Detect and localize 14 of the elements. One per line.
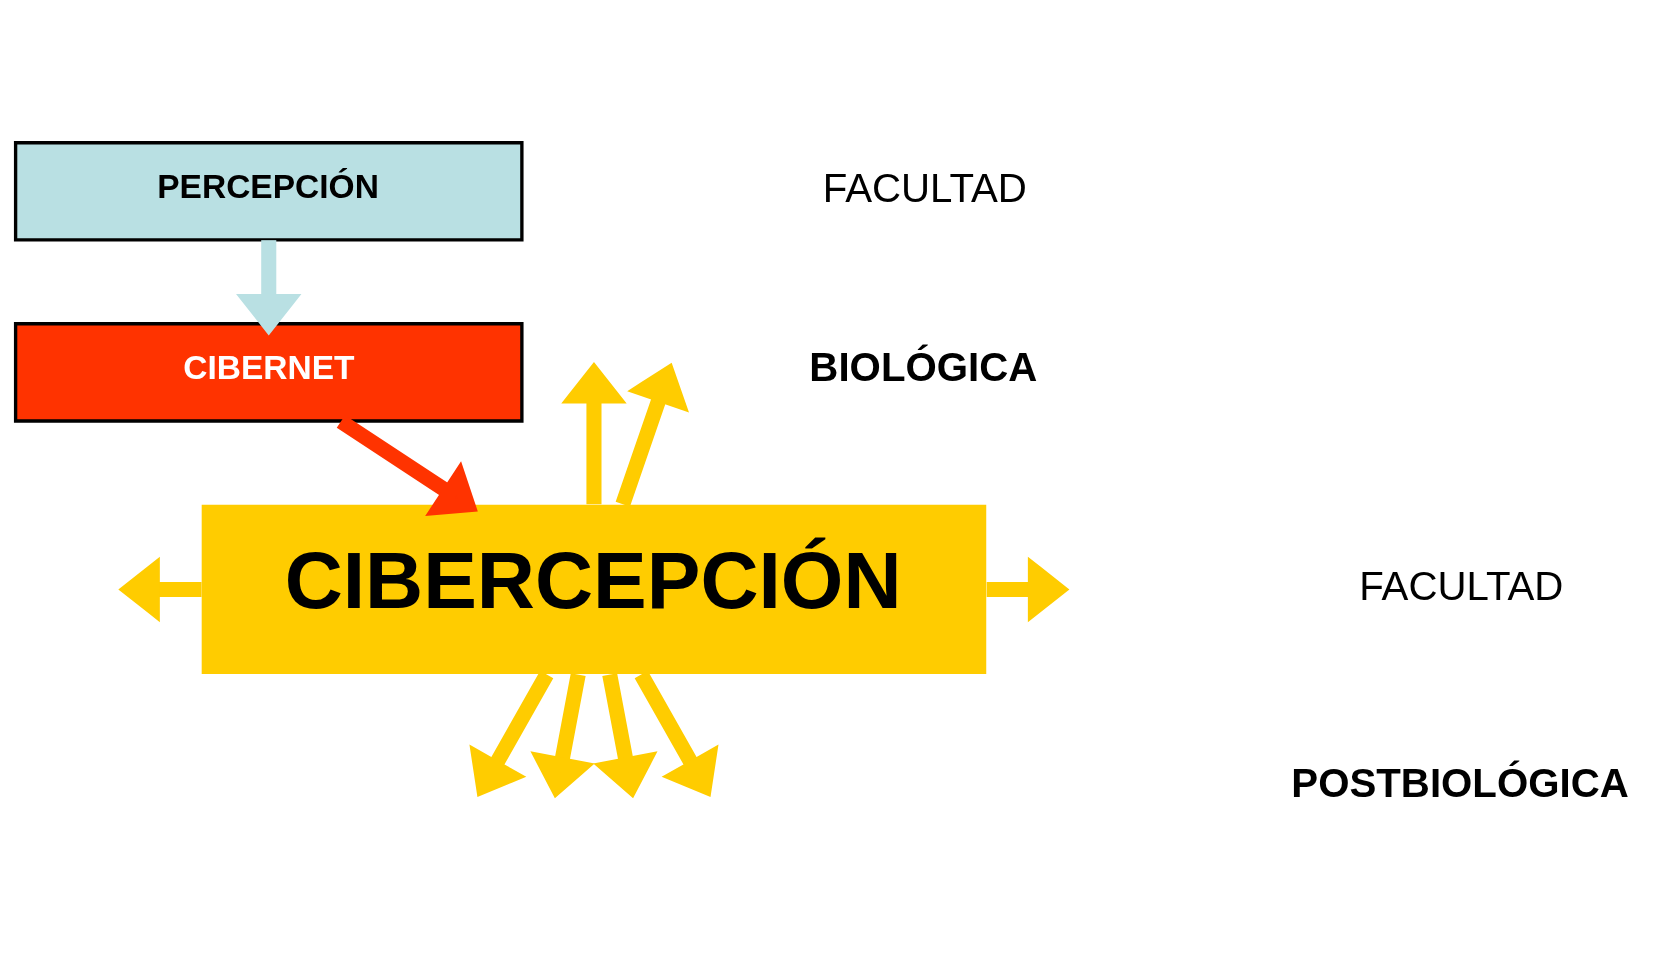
arrow	[986, 556, 1070, 622]
arrow	[561, 361, 627, 504]
label: FACULTAD	[822, 165, 1027, 211]
arrow	[615, 362, 689, 507]
arrow	[593, 672, 658, 798]
label: BIOLÓGICA	[809, 344, 1038, 390]
node-box: CIBERCEPCIÓN	[201, 504, 987, 674]
node-box: PERCEPCIÓN	[13, 140, 524, 242]
label: POSTBIOLÓGICA	[1291, 760, 1629, 806]
label: FACULTAD	[1359, 563, 1564, 609]
arrow	[118, 556, 202, 622]
node-box: CIBERNET	[13, 321, 524, 423]
arrow	[530, 672, 595, 798]
arrow	[236, 239, 302, 335]
